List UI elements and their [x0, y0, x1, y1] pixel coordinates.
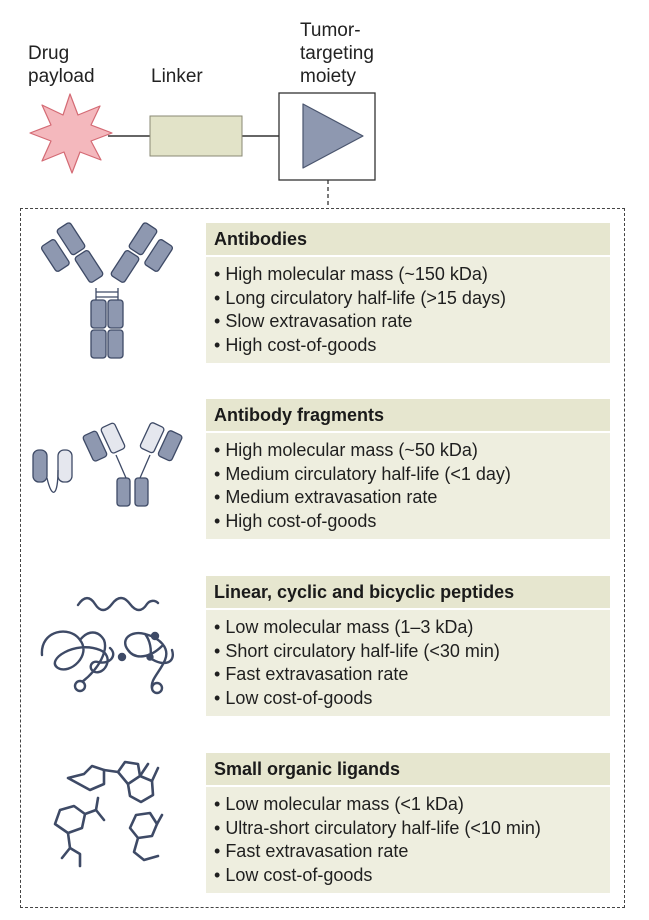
moiety-triangle-icon: [302, 103, 364, 169]
card-title: Small organic ligands: [206, 753, 610, 787]
bullet-item: Low cost-of-goods: [214, 687, 610, 711]
class-card-small-ligands: Small organic ligands Low molecular mass…: [206, 753, 610, 893]
moiety-label-line2: targeting: [300, 43, 374, 64]
bullet-item: Fast extravasation rate: [214, 663, 610, 687]
payload-label-line1: Drug: [28, 43, 70, 64]
small-molecule-icon: [53, 760, 164, 868]
bullet-item: High cost-of-goods: [214, 510, 610, 534]
bullet-item: Slow extravasation rate: [214, 310, 610, 334]
peptide-icon: [40, 596, 175, 695]
bullet-item: Short circulatory half-life (<30 min): [214, 640, 610, 664]
payload-label-line2: payload: [28, 66, 95, 87]
bullet-item: High molecular mass (~150 kDa): [214, 263, 610, 287]
class-card-antibody-fragments: Antibody fragments High molecular mass (…: [206, 399, 610, 539]
card-title: Linear, cyclic and bicyclic peptides: [206, 576, 610, 610]
bullet-list: Low molecular mass (<1 kDa) Ultra-short …: [206, 787, 610, 893]
moiety-label-line3: moiety: [300, 66, 356, 87]
bullet-item: Medium circulatory half-life (<1 day): [214, 463, 610, 487]
bullet-item: Low cost-of-goods: [214, 864, 610, 888]
card-title: Antibody fragments: [206, 399, 610, 433]
class-card-antibodies: Antibodies High molecular mass (~150 kDa…: [206, 223, 610, 363]
bullet-list: Low molecular mass (1–3 kDa) Short circu…: [206, 610, 610, 716]
bullet-item: Medium extravasation rate: [214, 486, 610, 510]
bullet-item: Low molecular mass (1–3 kDa): [214, 616, 610, 640]
bullet-item: High molecular mass (~50 kDa): [214, 439, 610, 463]
targeting-moiety-classes-frame: [20, 208, 625, 908]
card-title: Antibodies: [206, 223, 610, 257]
linker-label: Linker: [151, 66, 203, 87]
class-card-peptides: Linear, cyclic and bicyclic peptides Low…: [206, 576, 610, 716]
antibody-icon: [40, 222, 174, 359]
bullet-item: Low molecular mass (<1 kDa): [214, 793, 610, 817]
linker-box: [149, 115, 243, 157]
bullet-item: High cost-of-goods: [214, 334, 610, 358]
bullet-item: Fast extravasation rate: [214, 840, 610, 864]
moiety-label-line1: Tumor-: [300, 20, 361, 41]
bullet-item: Long circulatory half-life (>15 days): [214, 287, 610, 311]
bullet-item: Ultra-short circulatory half-life (<10 m…: [214, 817, 610, 841]
antibody-fragment-icon: [32, 422, 183, 507]
drug-payload-star-icon: [29, 93, 113, 174]
bullet-list: High molecular mass (~50 kDa) Medium cir…: [206, 433, 610, 539]
bullet-list: High molecular mass (~150 kDa) Long circ…: [206, 257, 610, 363]
